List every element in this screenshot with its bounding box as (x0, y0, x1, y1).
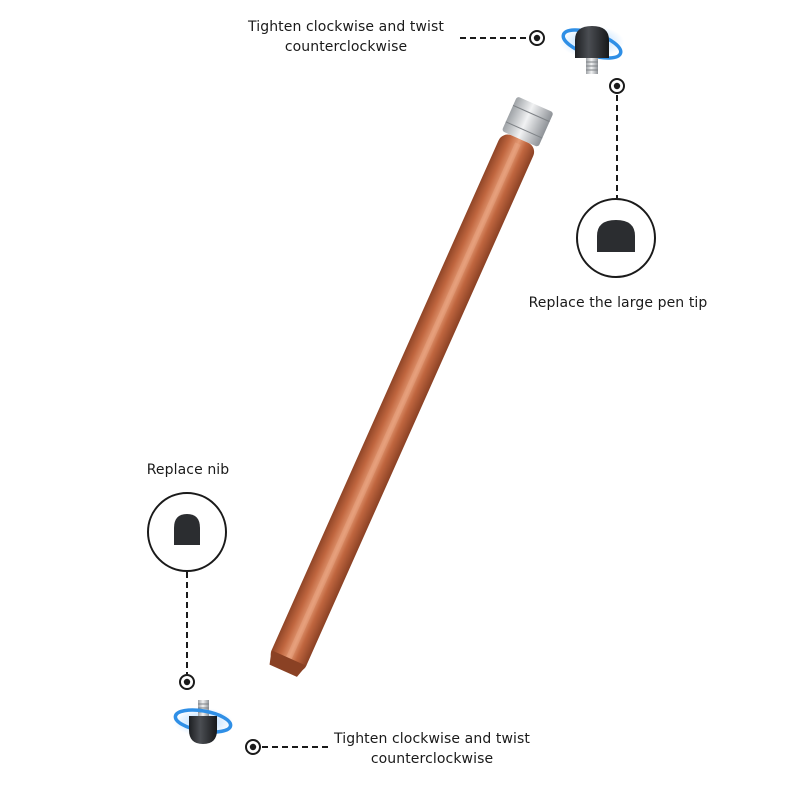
metal-collar (502, 97, 553, 147)
bottom-instruction-line-2: counterclockwise (370, 751, 494, 767)
pen-barrel (270, 134, 535, 672)
bottom-tip-assembly (173, 700, 233, 744)
dot-marker-icon (529, 30, 545, 46)
pen-tip-icon (597, 220, 635, 252)
dot-marker-icon (609, 78, 625, 94)
bottom-rubber-tip (189, 716, 217, 744)
dot-marker-icon (245, 739, 261, 755)
callout-nib (147, 492, 227, 690)
nib-label: Replace nib (146, 462, 230, 478)
pen-bottom-cap (269, 650, 307, 677)
stylus-pen (269, 97, 553, 677)
top-tip-assembly (560, 26, 624, 74)
top-instruction-line-2: counterclockwise (284, 39, 408, 55)
top-rubber-tip (575, 26, 609, 58)
callout-top-instruction (460, 30, 545, 46)
callout-large-tip (576, 78, 656, 278)
top-instruction-label: Tighten clockwise and twist counterclock… (236, 17, 456, 57)
large-tip-label: Replace the large pen tip (528, 295, 708, 311)
bottom-instruction-label: Tighten clockwise and twist counterclock… (322, 729, 542, 769)
bottom-instruction-line-1: Tighten clockwise and twist (334, 731, 530, 747)
nib-icon (174, 514, 200, 545)
dot-marker-icon (179, 674, 195, 690)
top-instruction-line-1: Tighten clockwise and twist (248, 19, 444, 35)
callout-bottom-instruction (245, 739, 330, 755)
